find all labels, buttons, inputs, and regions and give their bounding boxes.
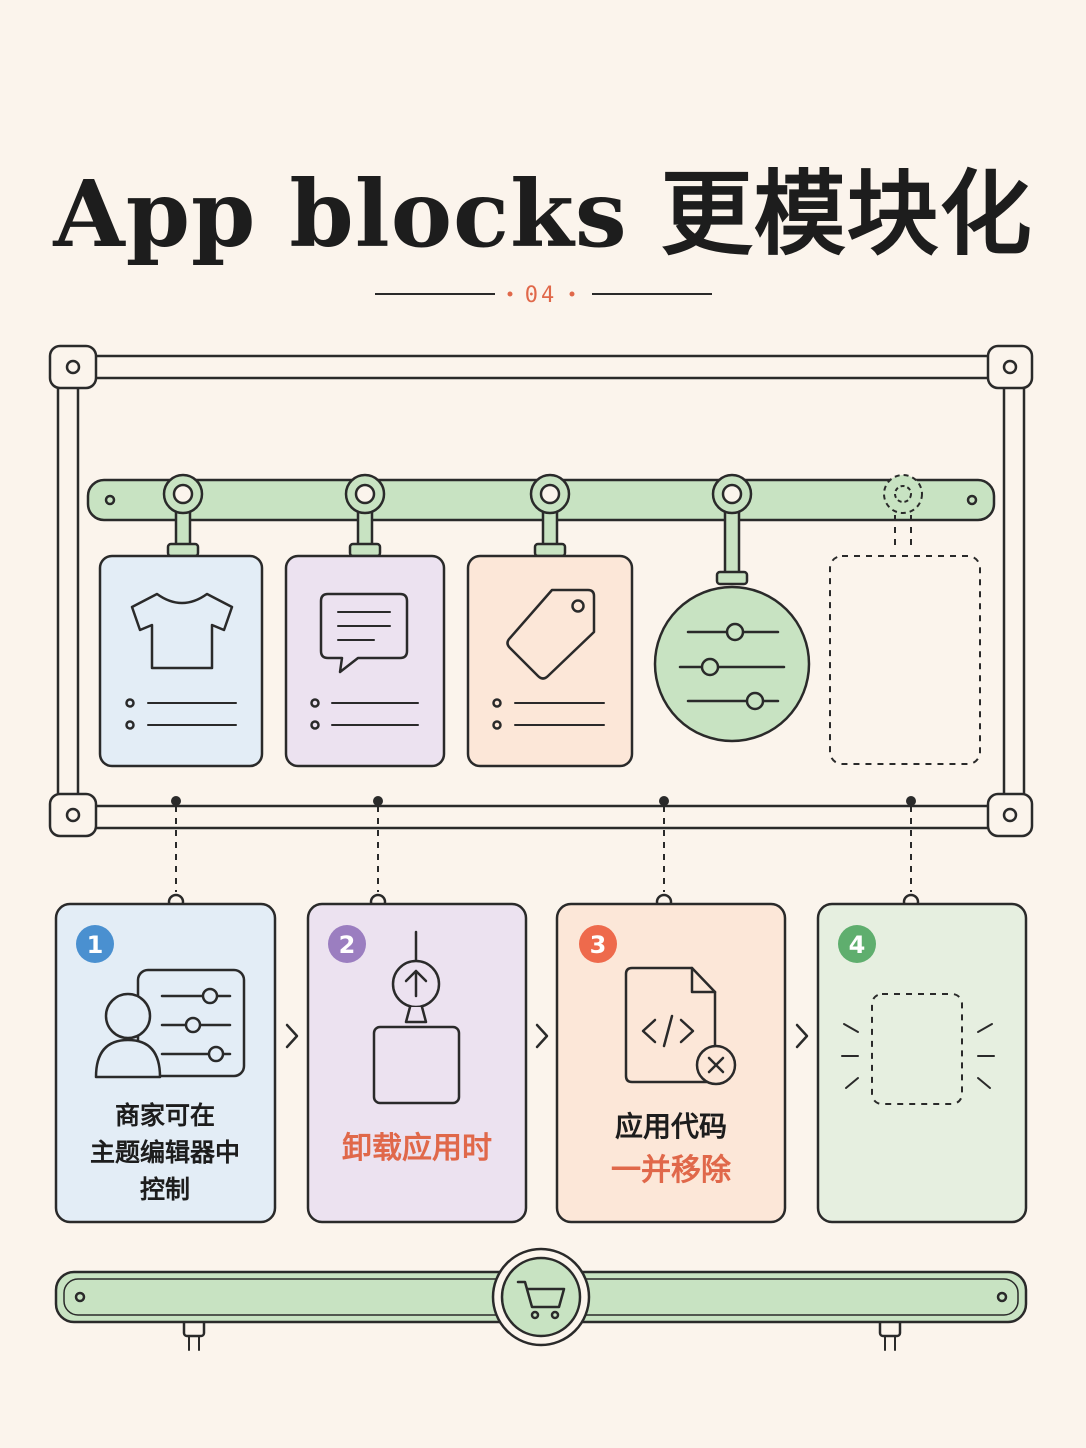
- unmount-box-icon: [372, 930, 461, 1105]
- frame-joint-top-right: [986, 344, 1034, 390]
- chevron-right-icon: [535, 1023, 549, 1049]
- shopping-cart-icon: [516, 1280, 566, 1320]
- page-number: 04: [525, 283, 558, 308]
- step-3-line-1: 应用代码: [615, 1110, 727, 1143]
- step-number-3: 3: [590, 931, 607, 959]
- empty-block-icon: [841, 993, 995, 1105]
- hanging-block-price-tag: [466, 554, 634, 768]
- hook-1: [162, 473, 204, 558]
- rack-frame: [48, 344, 1034, 838]
- hook-2: [344, 473, 386, 558]
- frame-joint-bottom-right: [986, 792, 1034, 838]
- step-2-highlight: 卸载应用时: [342, 1131, 492, 1166]
- step-1-line-3: 控制: [140, 1175, 190, 1204]
- hook-3: [529, 473, 571, 558]
- hanging-block-sliders: [653, 585, 811, 743]
- chat-bubble-icon: [319, 592, 409, 674]
- hook-4: [711, 473, 753, 586]
- step-badge-3: [579, 925, 617, 963]
- step-number-1: 1: [87, 931, 104, 959]
- frame-joint-bottom-left: [48, 792, 98, 838]
- code-file-remove-icon: [624, 966, 737, 1086]
- page-title: App blocks 更模块化: [53, 160, 1033, 268]
- hook-5-empty: [883, 474, 923, 545]
- rail-hooks: [162, 473, 923, 586]
- step-number-4: 4: [849, 931, 866, 959]
- user-settings-icon: [94, 968, 246, 1079]
- step-1-line-2: 主题编辑器中: [90, 1138, 240, 1167]
- price-tag-icon: [506, 588, 596, 680]
- hanging-block-empty-slot: [829, 555, 981, 765]
- step-1-line-1: 商家可在: [115, 1101, 215, 1130]
- chevron-right-icon: [795, 1023, 809, 1049]
- tshirt-icon: [130, 592, 234, 670]
- hanging-block-tshirt: [98, 554, 264, 768]
- step-card-2: 2 卸载应用时: [306, 902, 528, 1224]
- step-3-highlight: 一并移除: [611, 1153, 732, 1188]
- cart-badge: [491, 1247, 591, 1347]
- step-number-2: 2: [339, 931, 356, 959]
- chevron-right-icon: [285, 1023, 299, 1049]
- step-badge-1: [76, 925, 114, 963]
- step-card-1: 1 商家可在 主题编辑器中 控制: [54, 902, 277, 1224]
- hanging-block-chat: [284, 554, 446, 768]
- sliders-icon: [678, 622, 786, 711]
- frame-joint-top-left: [48, 344, 98, 390]
- step-badge-2: [328, 925, 366, 963]
- step-card-3: 3 应用代码 一并移除: [555, 902, 787, 1224]
- step-badge-4: [838, 925, 876, 963]
- subtitle-divider: 04: [375, 283, 712, 308]
- step-card-4: 4: [816, 902, 1028, 1224]
